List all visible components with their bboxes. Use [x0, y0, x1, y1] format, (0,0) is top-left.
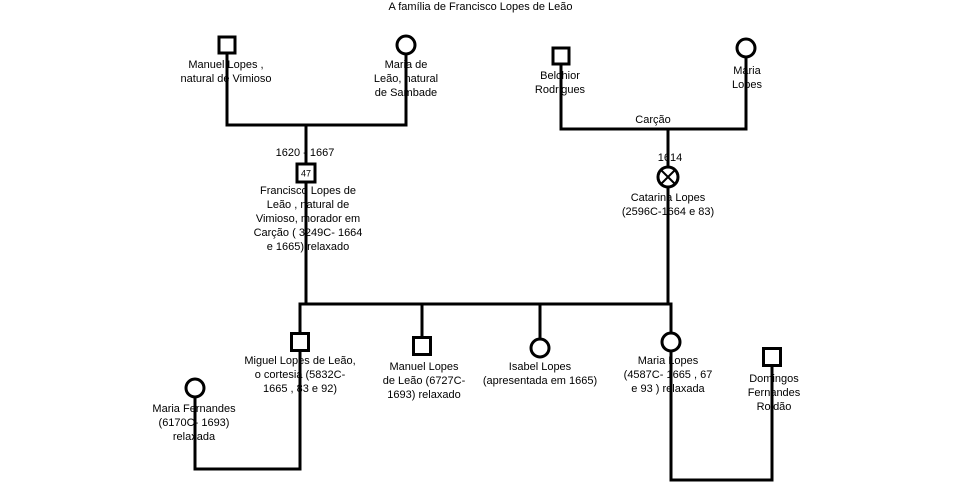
person-symbol-belchior-rodrigues — [551, 46, 571, 66]
deceased-cross — [660, 169, 676, 185]
union-line-maria-domingos — [669, 349, 774, 482]
child-drop-lines — [298, 302, 673, 340]
person-symbols: 47 — [184, 34, 782, 399]
union-line-miguel-maria-fernandes — [193, 349, 302, 471]
person-symbol-maria-lopes-senior — [735, 37, 757, 59]
union-line-manuel-maria — [225, 53, 408, 127]
person-symbol-miguel-lopes-de-leao — [290, 332, 310, 352]
person-symbol-francisco-lopes-de-leao: 47 — [295, 162, 317, 184]
label-catarina-lopes: Catarina Lopes(2596C-1664 e 83) — [621, 192, 715, 218]
person-symbol-catarina-lopes — [656, 165, 680, 189]
dates-catarina-lopes: 1614 — [657, 152, 683, 164]
person-symbol-manuel-lopes-senior — [217, 35, 237, 55]
relationship-lines — [193, 53, 774, 482]
person-symbol-maria-fernandes — [184, 377, 206, 399]
label-manuel-lopes-senior: Manuel Lopes ,natural de Vimioso — [180, 59, 272, 85]
person-symbol-isabel-lopes — [529, 337, 551, 359]
label-maria-fernandes: Maria Fernandes(6170C- 1693)relaxada — [152, 403, 236, 443]
label-isabel-lopes: Isabel Lopes(apresentada em 1665) — [482, 361, 598, 387]
person-symbol-maria-de-leao — [395, 34, 417, 56]
age-label: 47 — [301, 169, 311, 179]
person-symbol-maria-lopes — [660, 331, 682, 353]
union-place-label: Carção — [635, 114, 671, 126]
label-miguel-lopes-de-leao: Miguel Lopes de Leão,o cortesia (5832C-1… — [244, 355, 356, 395]
dates-francisco-lopes-de-leao: 1620 - 1667 — [275, 147, 335, 159]
union-drop-lines — [304, 182, 670, 306]
union-line-belchior-maria — [559, 55, 748, 131]
diagram-title: A família de Francisco Lopes de Leão — [388, 1, 573, 13]
person-symbol-domingos-fernandes-roldao — [762, 347, 782, 367]
person-symbol-manuel-lopes-de-leao — [412, 336, 432, 356]
